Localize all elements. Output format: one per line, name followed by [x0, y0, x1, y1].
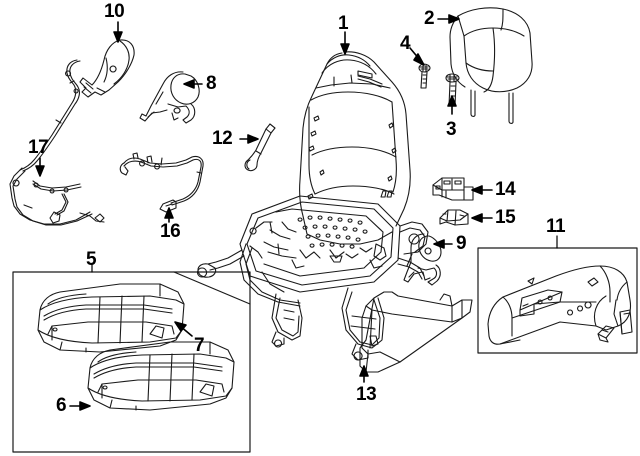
- group-5-box: [12, 271, 251, 453]
- part-2-headrest: [449, 7, 533, 124]
- seat-frame-track-assembly: [197, 195, 429, 361]
- part-16-wire-connector: [119, 152, 204, 213]
- callout-label-5: 5: [86, 249, 97, 270]
- leader-lines: [35, 14, 558, 411]
- callout-label-11: 11: [546, 216, 566, 237]
- callout-label-9: 9: [456, 233, 467, 254]
- callout-label-16: 16: [160, 221, 181, 242]
- callout-label-6: 6: [56, 395, 67, 416]
- callout-label-1: 1: [338, 13, 349, 34]
- group-11-box: [477, 247, 638, 354]
- part-15-track-cover-rear: [439, 209, 469, 226]
- part-12-recline-lever: [244, 123, 276, 172]
- callout-label-14: 14: [495, 179, 516, 200]
- part-8-recliner-cover: [139, 71, 200, 124]
- callout-label-3: 3: [446, 119, 457, 140]
- part-14-track-cover-front: [432, 177, 474, 201]
- part-6-lower-cushion: [87, 341, 235, 411]
- part-4-short-bolt: [418, 63, 431, 89]
- callout-label-8: 8: [206, 73, 217, 94]
- part-13-side-shield: [359, 291, 473, 373]
- callout-label-2: 2: [424, 8, 435, 29]
- callout-label-17: 17: [28, 137, 49, 158]
- part-11-side-trim-panel: [487, 265, 633, 345]
- callout-label-7: 7: [194, 335, 205, 356]
- callout-label-13: 13: [356, 384, 377, 405]
- callout-label-4: 4: [400, 33, 411, 54]
- part-1-seat-back: [299, 51, 411, 245]
- part-7-upper-cushion: [37, 283, 185, 353]
- part-10-hinge-cover: [79, 39, 135, 98]
- callout-label-15: 15: [495, 207, 516, 228]
- part-17-wire-harness: [9, 59, 105, 226]
- callout-label-10: 10: [104, 1, 125, 22]
- callout-label-12: 12: [212, 128, 233, 149]
